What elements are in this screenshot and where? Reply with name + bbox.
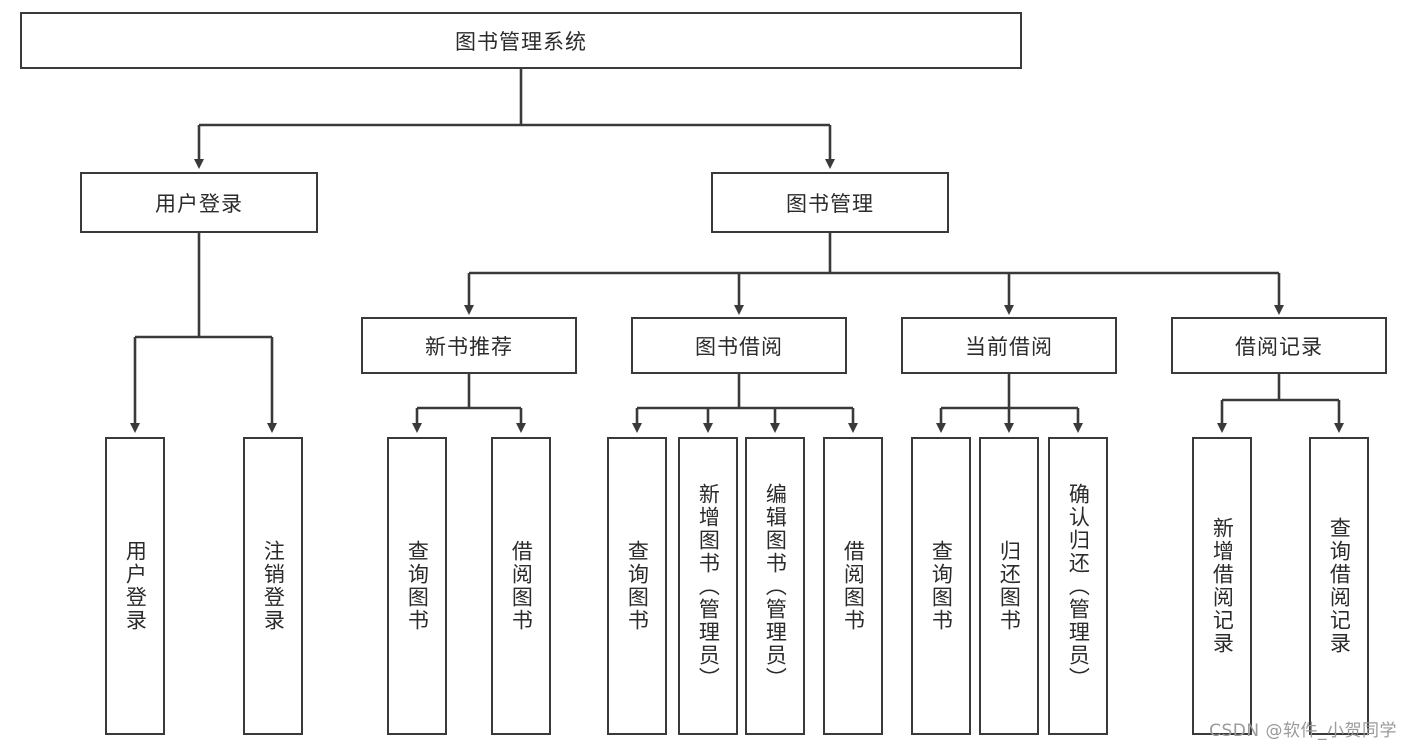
node-user-login[interactable]: 用户登录 xyxy=(80,172,318,233)
leaf-current-return-book[interactable]: 归还图书 xyxy=(979,437,1039,735)
node-label: 借阅记录 xyxy=(1235,334,1323,359)
node-root-system[interactable]: 图书管理系统 xyxy=(20,12,1022,69)
node-book-management[interactable]: 图书管理 xyxy=(711,172,949,233)
node-label: 注销登录 xyxy=(261,540,286,632)
node-label: 新增借阅记录 xyxy=(1210,517,1235,655)
node-label: 查询图书 xyxy=(929,540,954,632)
leaf-current-query-book[interactable]: 查询图书 xyxy=(911,437,971,735)
leaf-records-query-record[interactable]: 查询借阅记录 xyxy=(1309,437,1369,735)
leaf-records-add-record[interactable]: 新增借阅记录 xyxy=(1192,437,1252,735)
node-label: 当前借阅 xyxy=(965,334,1053,359)
leaf-current-confirm-return-admin[interactable]: 确认归还（管理员） xyxy=(1048,437,1108,735)
node-label: 图书管理 xyxy=(786,191,874,216)
node-label: 查询图书 xyxy=(405,540,430,632)
node-label: 新书推荐 xyxy=(425,334,513,359)
node-book-borrow[interactable]: 图书借阅 xyxy=(631,317,847,374)
node-label: 编辑图书（管理员） xyxy=(763,482,788,690)
node-new-book-recommend[interactable]: 新书推荐 xyxy=(361,317,577,374)
leaf-borrow-add-book-admin[interactable]: 新增图书（管理员） xyxy=(678,437,738,735)
node-label: 借阅图书 xyxy=(841,540,866,632)
leaf-user-login-logout[interactable]: 注销登录 xyxy=(243,437,303,735)
node-label: 用户登录 xyxy=(123,540,148,632)
node-label: 用户登录 xyxy=(155,191,243,216)
node-label: 图书管理系统 xyxy=(455,29,587,54)
leaf-recommend-query-book[interactable]: 查询图书 xyxy=(387,437,447,735)
leaf-borrow-borrow-book[interactable]: 借阅图书 xyxy=(823,437,883,735)
node-label: 图书借阅 xyxy=(695,334,783,359)
node-label: 查询图书 xyxy=(625,540,650,632)
node-current-borrow[interactable]: 当前借阅 xyxy=(901,317,1117,374)
node-label: 归还图书 xyxy=(997,540,1022,632)
leaf-borrow-query-book[interactable]: 查询图书 xyxy=(607,437,667,735)
node-borrow-records[interactable]: 借阅记录 xyxy=(1171,317,1387,374)
leaf-user-login-login[interactable]: 用户登录 xyxy=(105,437,165,735)
node-label: 借阅图书 xyxy=(509,540,534,632)
node-label: 确认归还（管理员） xyxy=(1066,482,1091,690)
leaf-recommend-borrow-book[interactable]: 借阅图书 xyxy=(491,437,551,735)
leaf-borrow-edit-book-admin[interactable]: 编辑图书（管理员） xyxy=(745,437,805,735)
node-label: 新增图书（管理员） xyxy=(696,482,721,690)
node-label: 查询借阅记录 xyxy=(1327,517,1352,655)
